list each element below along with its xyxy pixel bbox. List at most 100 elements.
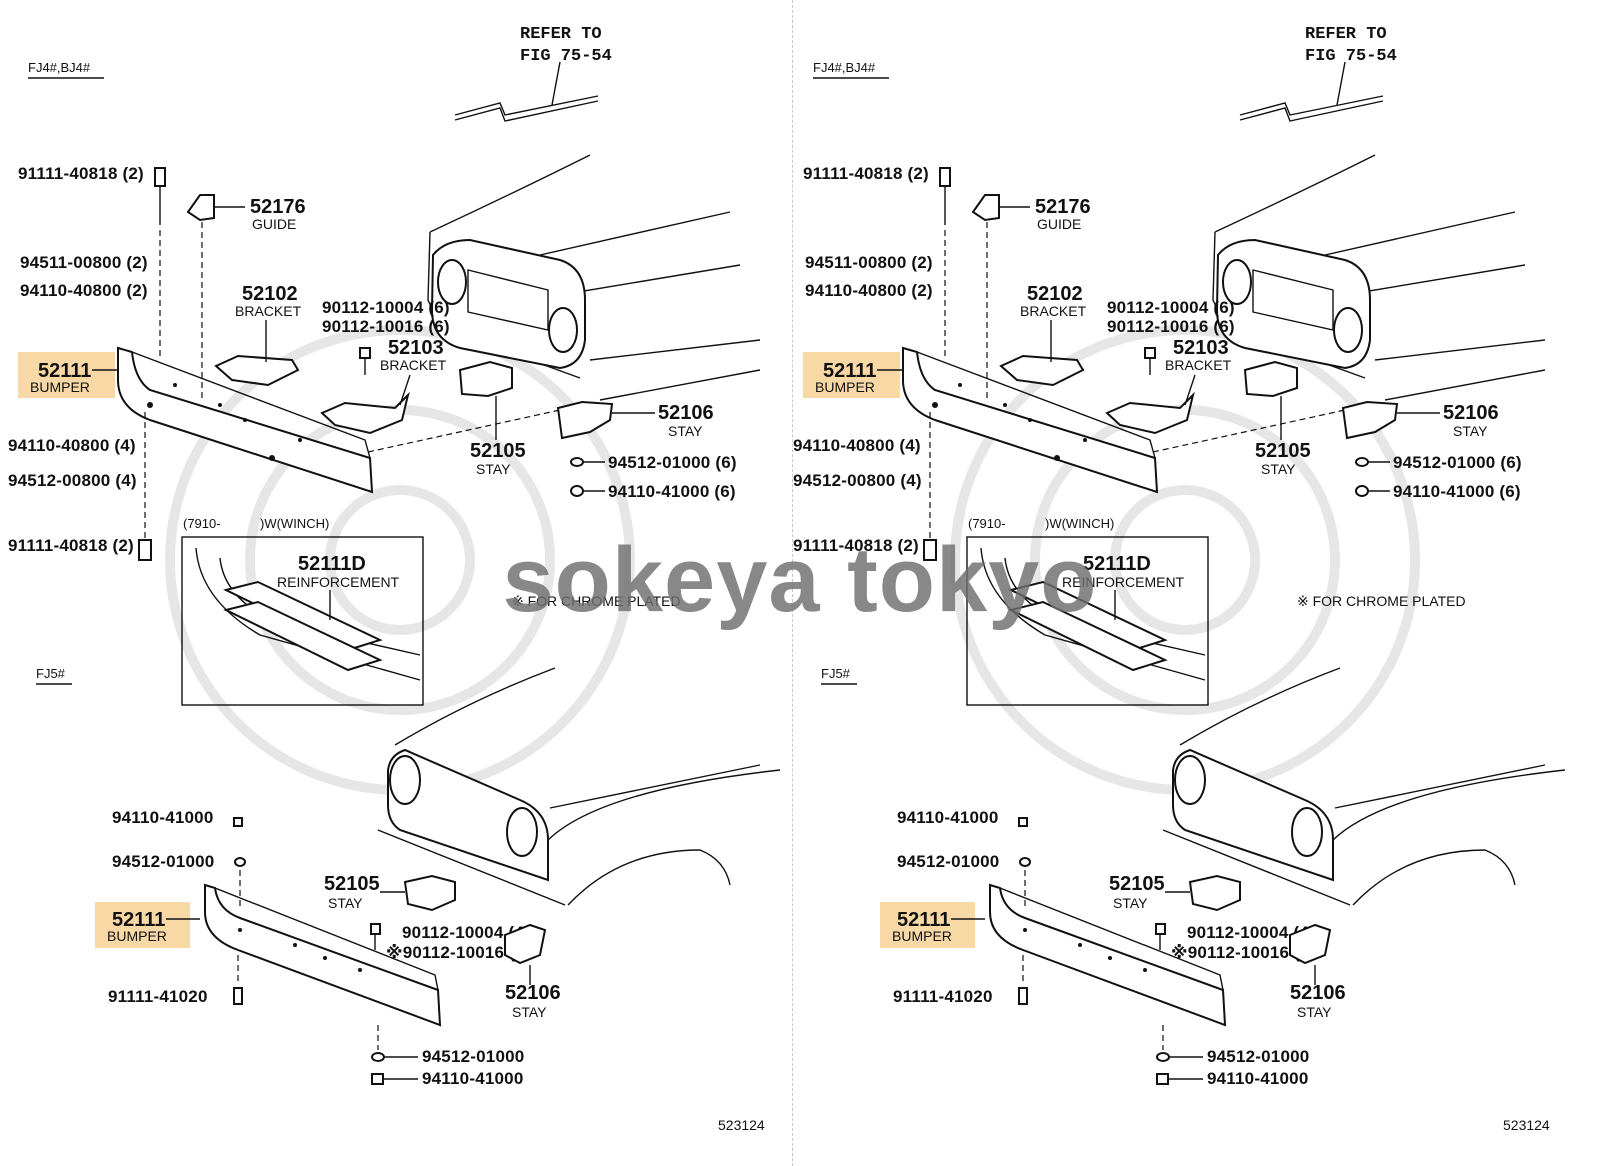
part-number: 94512-01000 bbox=[1207, 1047, 1309, 1066]
inset-date-label: (7910- bbox=[968, 516, 1006, 531]
part-number: 52103 bbox=[1173, 337, 1229, 359]
stay-part-icon bbox=[1165, 874, 1241, 912]
washer-icon bbox=[234, 857, 246, 867]
part-name: GUIDE bbox=[252, 216, 296, 232]
inset-box bbox=[181, 536, 424, 706]
bracket-part-icon bbox=[1105, 374, 1196, 435]
bolt-icon bbox=[923, 539, 937, 561]
stay-part-icon bbox=[1243, 360, 1298, 440]
part-number: 90112-10004 (6) bbox=[1107, 298, 1235, 317]
part-number: 94110-41000 bbox=[897, 808, 998, 827]
part-name: GUIDE bbox=[1037, 216, 1081, 232]
part-number: 52103 bbox=[388, 337, 444, 359]
bolt-icon bbox=[1144, 347, 1156, 375]
variant-label-top: FJ4#,BJ4# bbox=[28, 60, 91, 75]
bumper-part-icon bbox=[204, 883, 442, 1027]
part-name: BRACKET bbox=[380, 357, 447, 373]
part-number: 94110-41000 (6) bbox=[608, 482, 736, 501]
inset-winch-label: )W(WINCH) bbox=[260, 516, 329, 531]
bolt-icon bbox=[359, 347, 371, 375]
nut-icon bbox=[1355, 457, 1390, 497]
part-name: STAY bbox=[668, 423, 703, 439]
part-name: BUMPER bbox=[107, 928, 167, 944]
bolt-icon bbox=[233, 987, 243, 1005]
bracket-part-icon bbox=[999, 320, 1085, 387]
part-number: 52111 bbox=[38, 360, 91, 382]
washer-icon bbox=[1156, 1052, 1203, 1062]
nut-icon bbox=[1018, 817, 1028, 827]
part-number: 52111 bbox=[823, 360, 876, 382]
refer-fig-label: FIG 75-54 bbox=[1305, 47, 1397, 66]
part-number: 94110-40800 (4) bbox=[793, 436, 921, 455]
part-name: BRACKET bbox=[1020, 303, 1087, 319]
guide-part-icon bbox=[186, 194, 245, 222]
inset-date-label: (7910- bbox=[183, 516, 221, 531]
variant-label-top: FJ4#,BJ4# bbox=[813, 60, 876, 75]
inset-part-number: 52111D bbox=[1083, 553, 1151, 575]
part-number: 90112-10016 (6) bbox=[1107, 317, 1235, 336]
part-name: STAY bbox=[1297, 1004, 1332, 1020]
part-number: 94512-01000 bbox=[112, 852, 214, 871]
washer-icon bbox=[371, 1052, 418, 1062]
part-number: 94110-41000 bbox=[1207, 1069, 1308, 1088]
stay-part-icon bbox=[1289, 923, 1332, 985]
panel-divider bbox=[792, 0, 793, 1166]
part-number: 52176 bbox=[1035, 196, 1091, 218]
part-number: 94110-41000 bbox=[112, 808, 213, 827]
part-number: 90112-10016 (6) bbox=[322, 317, 450, 336]
part-name: STAY bbox=[328, 895, 363, 911]
part-name: STAY bbox=[512, 1004, 547, 1020]
exploded-parts-diagram: FJ4#,BJ4# REFER TO FIG 75-54 91111-40818… bbox=[8, 25, 781, 1133]
nut-icon bbox=[570, 457, 605, 497]
part-number: 52105 bbox=[470, 440, 526, 462]
part-number: 94512-00800 (4) bbox=[793, 471, 922, 490]
vehicle-front-bottom bbox=[1162, 667, 1566, 906]
part-number: 52106 bbox=[1290, 982, 1346, 1004]
part-number: 94512-00800 (4) bbox=[8, 471, 137, 490]
part-name: BUMPER bbox=[892, 928, 952, 944]
part-number: 52102 bbox=[242, 283, 298, 305]
part-number: 90112-10004 (4) bbox=[402, 923, 530, 942]
part-number: 94110-40800 (2) bbox=[20, 281, 148, 300]
part-number: 91111-40818 (2) bbox=[8, 536, 134, 555]
part-number: 94511-00800 (2) bbox=[20, 253, 148, 272]
part-number: 52105 bbox=[1255, 440, 1311, 462]
part-name: STAY bbox=[1113, 895, 1148, 911]
bolt-icon bbox=[138, 539, 152, 561]
part-number: 52102 bbox=[1027, 283, 1083, 305]
part-number: 91111-40818 (2) bbox=[18, 164, 144, 183]
part-highlight bbox=[880, 902, 975, 948]
washer-icon bbox=[1019, 857, 1031, 867]
part-number: ※90112-10016 (4) bbox=[386, 943, 531, 962]
part-number: 91111-40818 (2) bbox=[793, 536, 919, 555]
inset-winch-label: )W(WINCH) bbox=[1045, 516, 1114, 531]
bolt-icon bbox=[939, 167, 951, 225]
stay-part-icon bbox=[1341, 400, 1440, 440]
part-number: 94512-01000 (6) bbox=[1393, 453, 1522, 472]
part-number: 94512-01000 bbox=[422, 1047, 524, 1066]
part-number: 52105 bbox=[1109, 873, 1165, 895]
part-number: 52106 bbox=[1443, 402, 1499, 424]
variant-label-bottom: FJ5# bbox=[36, 666, 66, 681]
inset-part-name: REINFORCEMENT bbox=[277, 574, 400, 590]
nut-icon bbox=[371, 1073, 418, 1085]
part-name: BRACKET bbox=[1165, 357, 1232, 373]
bracket-part-icon bbox=[320, 374, 411, 435]
inset-box bbox=[966, 536, 1209, 706]
variant-label-bottom: FJ5# bbox=[821, 666, 851, 681]
part-number: 52111 bbox=[112, 909, 165, 931]
part-number: 52106 bbox=[505, 982, 561, 1004]
bolt-icon bbox=[1018, 987, 1028, 1005]
part-name: BRACKET bbox=[235, 303, 302, 319]
figure-number: 523124 bbox=[718, 1117, 765, 1133]
bolt-icon bbox=[154, 167, 166, 225]
chrome-note: ※ FOR CHROME PLATED bbox=[512, 593, 681, 609]
part-highlight bbox=[803, 352, 900, 398]
part-number: 90112-10004 (6) bbox=[322, 298, 450, 317]
part-number: 94512-01000 bbox=[897, 852, 999, 871]
winch-rod-part bbox=[454, 61, 599, 122]
part-number: 91111-40818 (2) bbox=[803, 164, 929, 183]
watermark-emblem bbox=[165, 325, 635, 795]
bracket-part-icon bbox=[214, 320, 300, 387]
